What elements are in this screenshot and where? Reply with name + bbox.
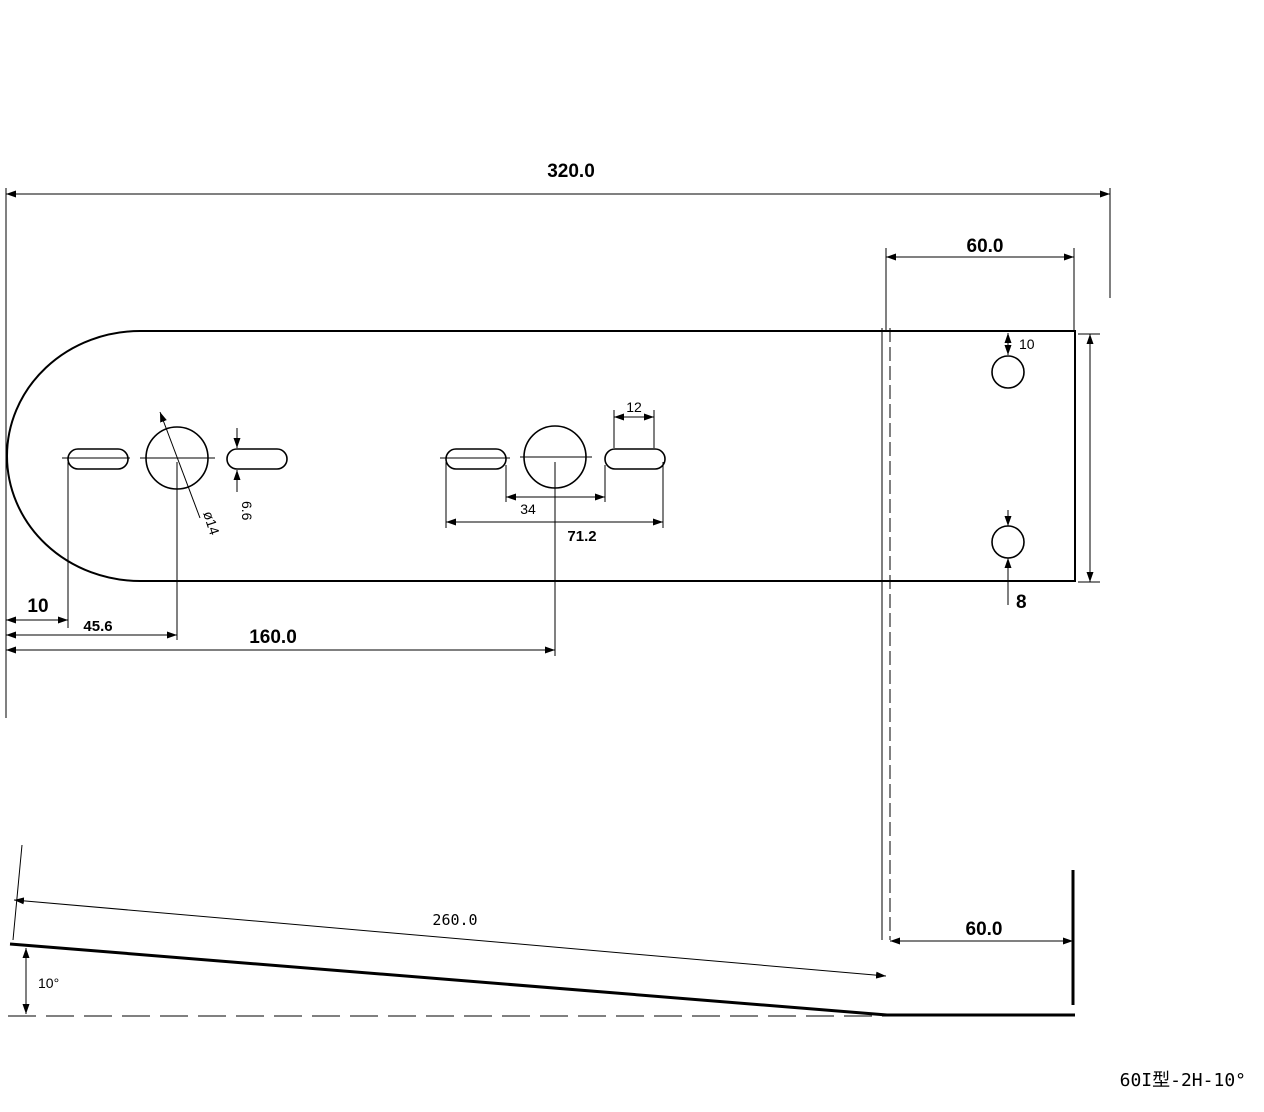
dim-right-section-label: 60.0 bbox=[967, 236, 1004, 257]
dim-small-hole-diameter: 8 bbox=[1004, 510, 1027, 613]
dim-bend-angle-label: 10° bbox=[38, 975, 59, 991]
dim-bottom-length: 260.0 bbox=[13, 897, 887, 979]
dim-bottom-length-label: 260.0 bbox=[432, 911, 477, 929]
dim-right-section: 60.0 bbox=[885, 236, 1075, 330]
dim-plate-width bbox=[1078, 333, 1100, 583]
dim-small-hole-diameter-label: 8 bbox=[1016, 592, 1027, 613]
dim-first-hole-position: 45.6 bbox=[6, 462, 178, 640]
dim-second-hole-position: 160.0 bbox=[6, 462, 556, 656]
dim-slot-width-label: 12 bbox=[626, 399, 642, 415]
dim-slot-height-label: 6.6 bbox=[239, 501, 255, 521]
dim-hole-edge-offset-label: 10 bbox=[1019, 336, 1035, 352]
dim-left-offset: 10 bbox=[6, 462, 69, 628]
dim-slot-pitch-label: 34 bbox=[520, 501, 536, 517]
dim-bottom-right-length: 60.0 bbox=[890, 919, 1073, 945]
small-hole-bottom bbox=[991, 525, 1025, 559]
model-label: 60I型-2H-10° bbox=[1120, 1070, 1246, 1091]
dim-left-offset-label: 10 bbox=[27, 596, 48, 617]
right-small-holes bbox=[991, 355, 1025, 559]
dim-second-hole-position-label: 160.0 bbox=[249, 627, 297, 648]
small-hole-top bbox=[991, 355, 1025, 389]
center-lines bbox=[62, 456, 592, 459]
slot-left-1 bbox=[67, 448, 129, 470]
dim-bottom-right-length-label: 60.0 bbox=[966, 919, 1003, 940]
dim-slot-pitch: 34 bbox=[505, 465, 606, 517]
dim-hole-diameter: ø14 bbox=[159, 411, 223, 537]
side-view bbox=[8, 844, 1075, 1017]
dim-overall-length: 320.0 bbox=[5, 161, 1111, 718]
slot-center-1 bbox=[445, 448, 507, 470]
plate-outline bbox=[6, 330, 1076, 582]
dim-overall-length-label: 320.0 bbox=[547, 161, 595, 182]
dim-hole-diameter-label: ø14 bbox=[200, 509, 223, 537]
dim-hole-edge-offset: 10 bbox=[1004, 333, 1035, 355]
dim-first-hole-position-label: 45.6 bbox=[83, 618, 112, 635]
dim-slot-span-label: 71.2 bbox=[567, 528, 596, 545]
sloped-section bbox=[9, 942, 888, 1017]
dim-slot-height: 6.6 bbox=[233, 428, 255, 521]
slot-left-2 bbox=[226, 448, 288, 470]
bend-line bbox=[881, 328, 891, 940]
dim-bend-angle: 10° bbox=[22, 948, 59, 1014]
slot-center-2 bbox=[604, 448, 666, 470]
dim-slot-width: 12 bbox=[613, 399, 655, 448]
